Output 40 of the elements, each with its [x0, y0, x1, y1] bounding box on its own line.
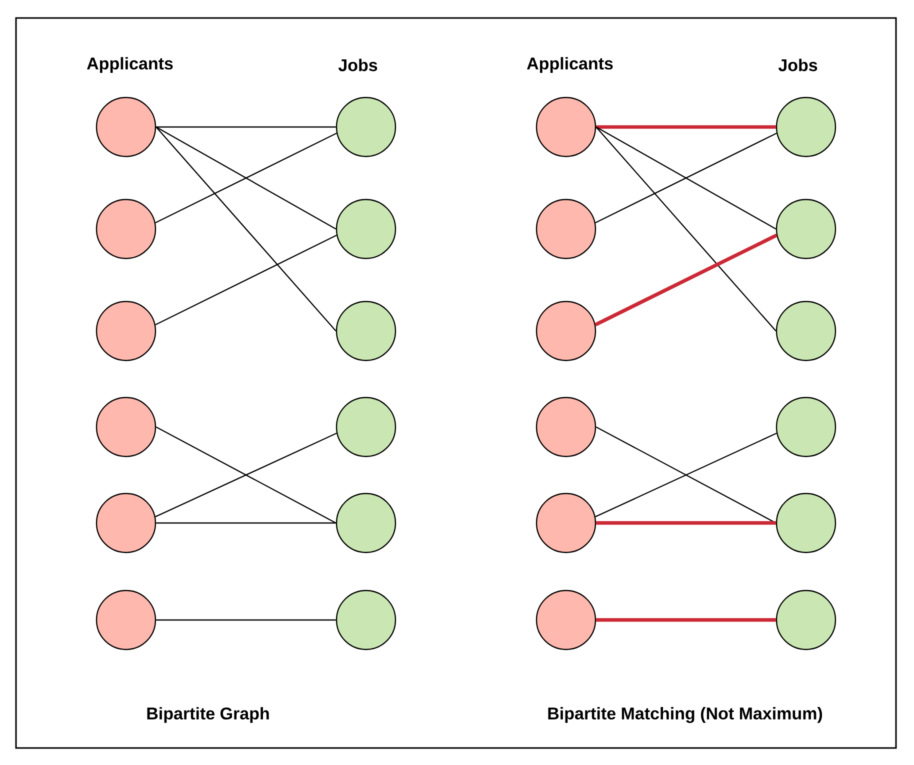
- vertex-circle: [776, 300, 836, 362]
- caption: Bipartite Graph: [147, 707, 269, 723]
- vertex-circle: [96, 300, 156, 362]
- vertex-circle: [536, 590, 596, 650]
- vertex-circle: [776, 396, 836, 458]
- vertex-circle: [96, 198, 156, 260]
- edge-line: [596, 521, 776, 525]
- vertex-circle: [336, 198, 396, 260]
- edge-line: [596, 125, 776, 129]
- vertex-circle: [336, 300, 396, 362]
- vertex-circle: [536, 492, 596, 554]
- vertex-circle: [96, 96, 156, 158]
- vertex-circle: [536, 198, 596, 260]
- vertex-circle: [96, 590, 156, 650]
- edge-line: [156, 522, 336, 524]
- edge-line: [156, 619, 336, 621]
- edge-line: [596, 126, 776, 332]
- column-heading: Jobs: [778, 58, 818, 72]
- vertex-circle: [96, 492, 156, 554]
- vertex-circle: [536, 96, 596, 158]
- edge-line: [596, 618, 776, 622]
- edge-line: [594, 234, 778, 326]
- vertex-circle: [776, 198, 836, 260]
- caption: Bipartite Matching (Not Maximum): [548, 707, 822, 723]
- vertex-circle: [96, 396, 156, 458]
- column-heading: Applicants: [526, 57, 613, 73]
- vertex-circle: [776, 492, 836, 554]
- vertex-circle: [776, 96, 836, 158]
- edge-line: [156, 126, 336, 128]
- column-heading: Jobs: [338, 58, 378, 72]
- edge-line: [156, 126, 336, 332]
- vertex-circle: [336, 590, 396, 650]
- vertex-circle: [336, 96, 396, 158]
- edge-line: [155, 234, 337, 326]
- vertex-circle: [536, 396, 596, 458]
- vertex-circle: [336, 492, 396, 554]
- column-heading: Applicants: [86, 57, 173, 73]
- vertex-circle: [776, 590, 836, 650]
- vertex-circle: [336, 396, 396, 458]
- vertex-circle: [536, 300, 596, 362]
